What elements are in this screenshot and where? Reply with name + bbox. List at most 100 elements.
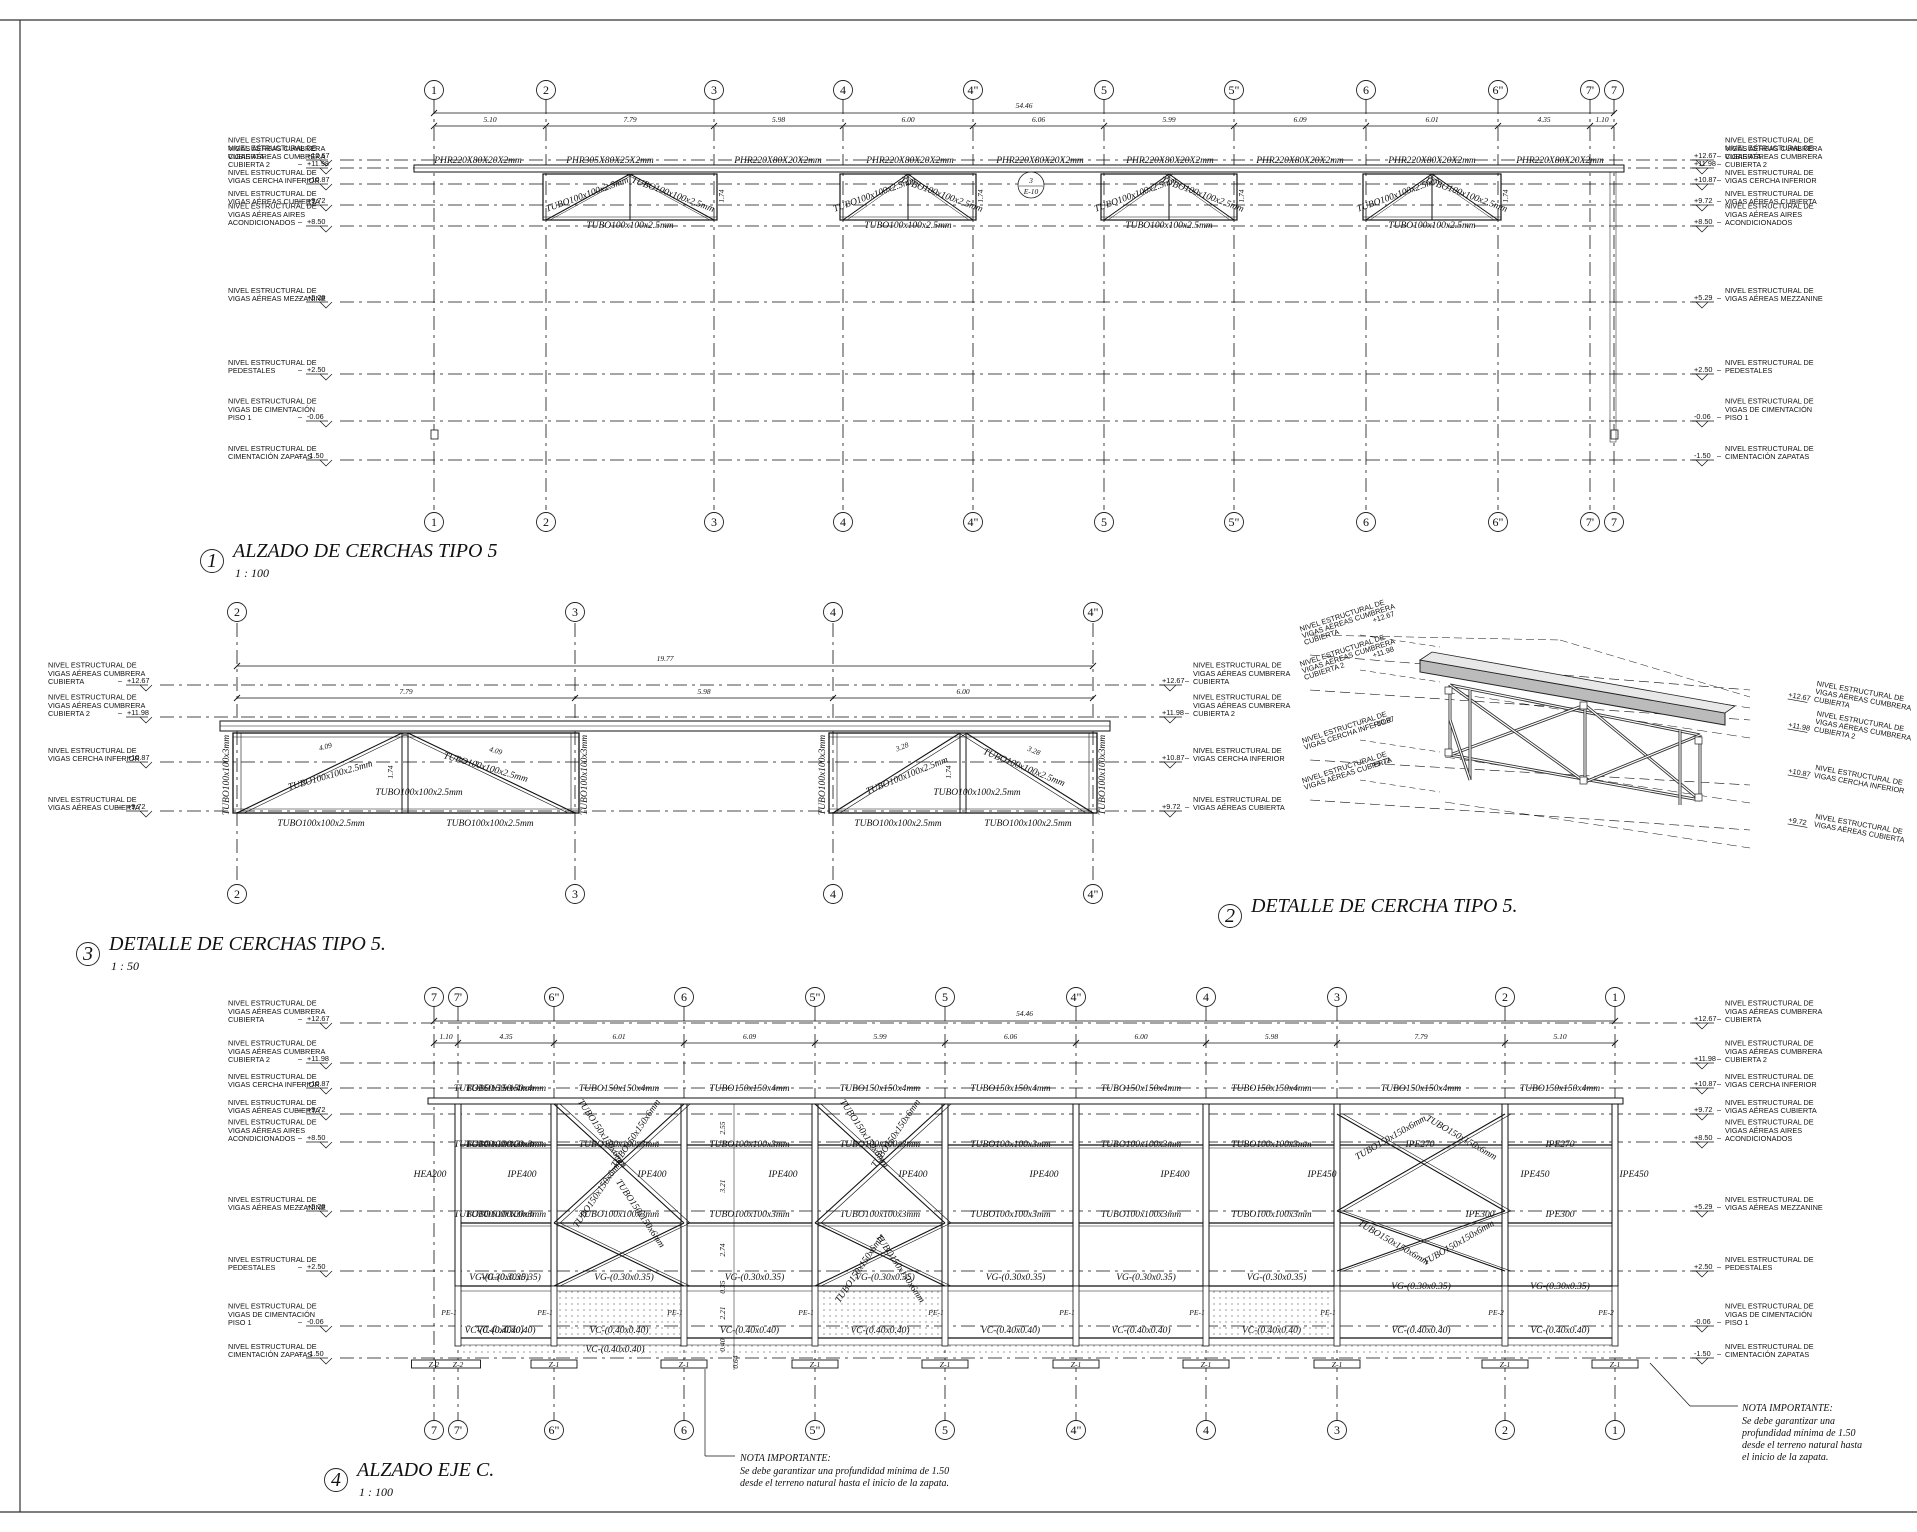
level-marker-left-label: VIGAS AÉREAS CUBIERTA: [48, 803, 140, 812]
level-marker-left-label: CUBIERTA: [228, 1015, 264, 1024]
truss-frame: [232, 732, 580, 814]
level-marker-left-label: VIGAS AÉREAS CUBIERTA: [228, 197, 320, 206]
grid-bubble-bottom: [544, 1420, 564, 1440]
fill-zone: [558, 1291, 680, 1335]
level-marker-left-label: PEDESTALES: [228, 366, 275, 375]
level-marker-right-label: VIGAS CERCHA INFERIOR: [1725, 176, 1817, 185]
level-marker-right-triangle: [1695, 204, 1709, 212]
level-marker-left-triangle: [139, 761, 153, 769]
span-dim-tick: [941, 1039, 949, 1047]
grid-bubble-top-text: 6: [1363, 83, 1369, 97]
grid-bubble-bottom: [227, 884, 247, 904]
view4-number-circle: [324, 1468, 348, 1492]
level-marker-right-triangle: [1695, 1270, 1709, 1278]
note-heading: NOTA IMPORTANTE:: [1741, 1403, 1833, 1414]
mezzanine-beam-label: TUBO100x100x3mm: [1101, 1210, 1181, 1220]
iso-level-plane-back: [1359, 739, 1441, 753]
level-marker-left-triangle: [319, 1113, 333, 1121]
level-marker-right-label: NIVEL ESTRUCTURAL DE: [1725, 1255, 1814, 1264]
grid-bubble-bottom: [1083, 884, 1103, 904]
level-marker-right-value: +9.72: [1694, 1105, 1712, 1114]
level-marker-right-triangle: [1695, 1113, 1709, 1121]
level-marker-right-triangle: [1695, 1210, 1709, 1218]
grid-bubble-bottom: [1196, 1420, 1216, 1440]
top-beam-label: TUBO150x150x4mm: [1520, 1084, 1600, 1094]
blinding-strip: [458, 1345, 1615, 1353]
grid-bubble-bottom-text: 6: [681, 1423, 687, 1437]
level-marker-right-triangle: [1695, 1087, 1709, 1095]
steel-column: [680, 1103, 688, 1287]
grid-bubble-top: [674, 987, 694, 1007]
pedestal-stub: [430, 429, 439, 440]
level-marker-right-value: +11.98: [1162, 708, 1184, 717]
span-dim-tick: [1586, 122, 1594, 130]
level-marker-right-value: +11.98: [1694, 159, 1716, 168]
level-marker-left-label: CUBIERTA 2: [48, 709, 90, 718]
brace: [1336, 1210, 1506, 1272]
level-marker-right-label: VIGAS AÉREAS CUMBRERA: [1725, 1007, 1822, 1016]
iso-level-underline: [1787, 823, 1808, 828]
right-beam-label: IPE300: [1464, 1210, 1494, 1220]
truss-frame: [828, 732, 1098, 814]
truss-bottom-label: TUBO100x100x2.5mm: [854, 819, 941, 829]
grid-bubble-bottom: [448, 1420, 468, 1440]
grid-bubble-top-text: 3: [1334, 990, 1340, 1004]
note-line: Se debe garantizar una profundidad mínim…: [740, 1466, 949, 1477]
brace-edge: [559, 1103, 691, 1224]
level-marker-left-dash: –: [118, 676, 123, 685]
mezzanine-beam-label: TUBO100x100x3mm: [579, 1210, 659, 1220]
column-label: IPE450: [1618, 1170, 1648, 1180]
span-dim-text: 5.99: [1162, 115, 1175, 124]
level-marker-right-value: +10.87: [1162, 753, 1185, 762]
span-dim-tick: [1089, 694, 1097, 702]
footing-label: Z-1: [1201, 1360, 1211, 1369]
level-marker-left-dash: –: [118, 708, 123, 717]
truss-diagonal-edge: [958, 732, 1087, 814]
level-marker-right-value: -1.50: [1694, 451, 1711, 460]
grid-bubble-top: [1356, 80, 1376, 100]
level-marker-right-dash: –: [1717, 293, 1722, 302]
level-marker-left-label: NIVEL ESTRUCTURAL DE: [228, 1195, 317, 1204]
foundation-beam-label: VC-(0.40x0.40): [1530, 1325, 1589, 1336]
level-marker-left-dash: –: [298, 1054, 303, 1063]
level-marker-left-triangle: [319, 373, 333, 381]
level-marker-left-triangle: [139, 716, 153, 724]
truss-diagonal-edge: [400, 732, 569, 814]
level-marker-left-label: NIVEL ESTRUCTURAL DE: [228, 358, 317, 367]
note-line: el inicio de la zapata.: [1742, 1452, 1828, 1463]
level-marker-right-label: NIVEL ESTRUCTURAL DE: [1725, 1039, 1814, 1048]
truss-diagonal: [236, 732, 403, 814]
span-dim-text: 5.99: [873, 1032, 886, 1041]
top-beam-label: TUBO150x150x4mm: [1101, 1084, 1181, 1094]
level-marker-left-dash: –: [298, 175, 303, 184]
level-marker-right-label: CUBIERTA 2: [1725, 160, 1767, 169]
level-marker-left-label: CUBIERTA 2: [228, 1055, 270, 1064]
level-marker-left-triangle: [319, 159, 333, 167]
level-marker-left-value: -1.50: [307, 1349, 324, 1358]
view2-number-circle: [1218, 904, 1242, 928]
end-post-label: TUBO100x100x3mm: [222, 735, 232, 815]
level-marker-left-dash: –: [298, 1133, 303, 1142]
view2-title: DETALLE DE CERCHA TIPO 5.: [1250, 895, 1518, 917]
grade-beam-label: VG-(0.30x0.35): [986, 1272, 1046, 1283]
grid-bubble-bottom-text: 6": [549, 1423, 560, 1437]
fill-zone: [818, 1291, 942, 1335]
grid-bubble-bottom-text: 4": [1071, 1423, 1082, 1437]
level-marker-left-dash: –: [298, 1014, 303, 1023]
level-marker-left-triangle: [319, 1357, 333, 1365]
truss-diagonal: [907, 173, 974, 221]
aires-beam-label: TUBO100x100x3mm: [466, 1140, 546, 1150]
level-marker-right-triangle: [1695, 1325, 1709, 1333]
level-marker-left-label: CIMENTACIÓN ZAPATAS: [228, 452, 312, 461]
top-beam-label: TUBO150x150x4mm: [454, 1084, 534, 1094]
level-marker-left-value: +8.50: [307, 1133, 325, 1142]
top-member-label: PHR220X80X20X2mm: [1515, 156, 1604, 166]
right-beam-label: IPE270: [1404, 1140, 1434, 1150]
level-marker-left-dash: –: [298, 196, 303, 205]
level-marker-right-label: NIVEL ESTRUCTURAL DE: [1193, 746, 1282, 755]
span-dim-tick: [1362, 122, 1370, 130]
level-marker-right-triangle: [1695, 167, 1709, 175]
level-marker-left-label: VIGAS CERCHA INFERIOR: [48, 754, 140, 763]
span-dim-tick: [1072, 1039, 1080, 1047]
view-alzado-eje-c: NIVEL ESTRUCTURAL DE VIGAS AÉREAS CUMBRER…: [228, 987, 1862, 1489]
